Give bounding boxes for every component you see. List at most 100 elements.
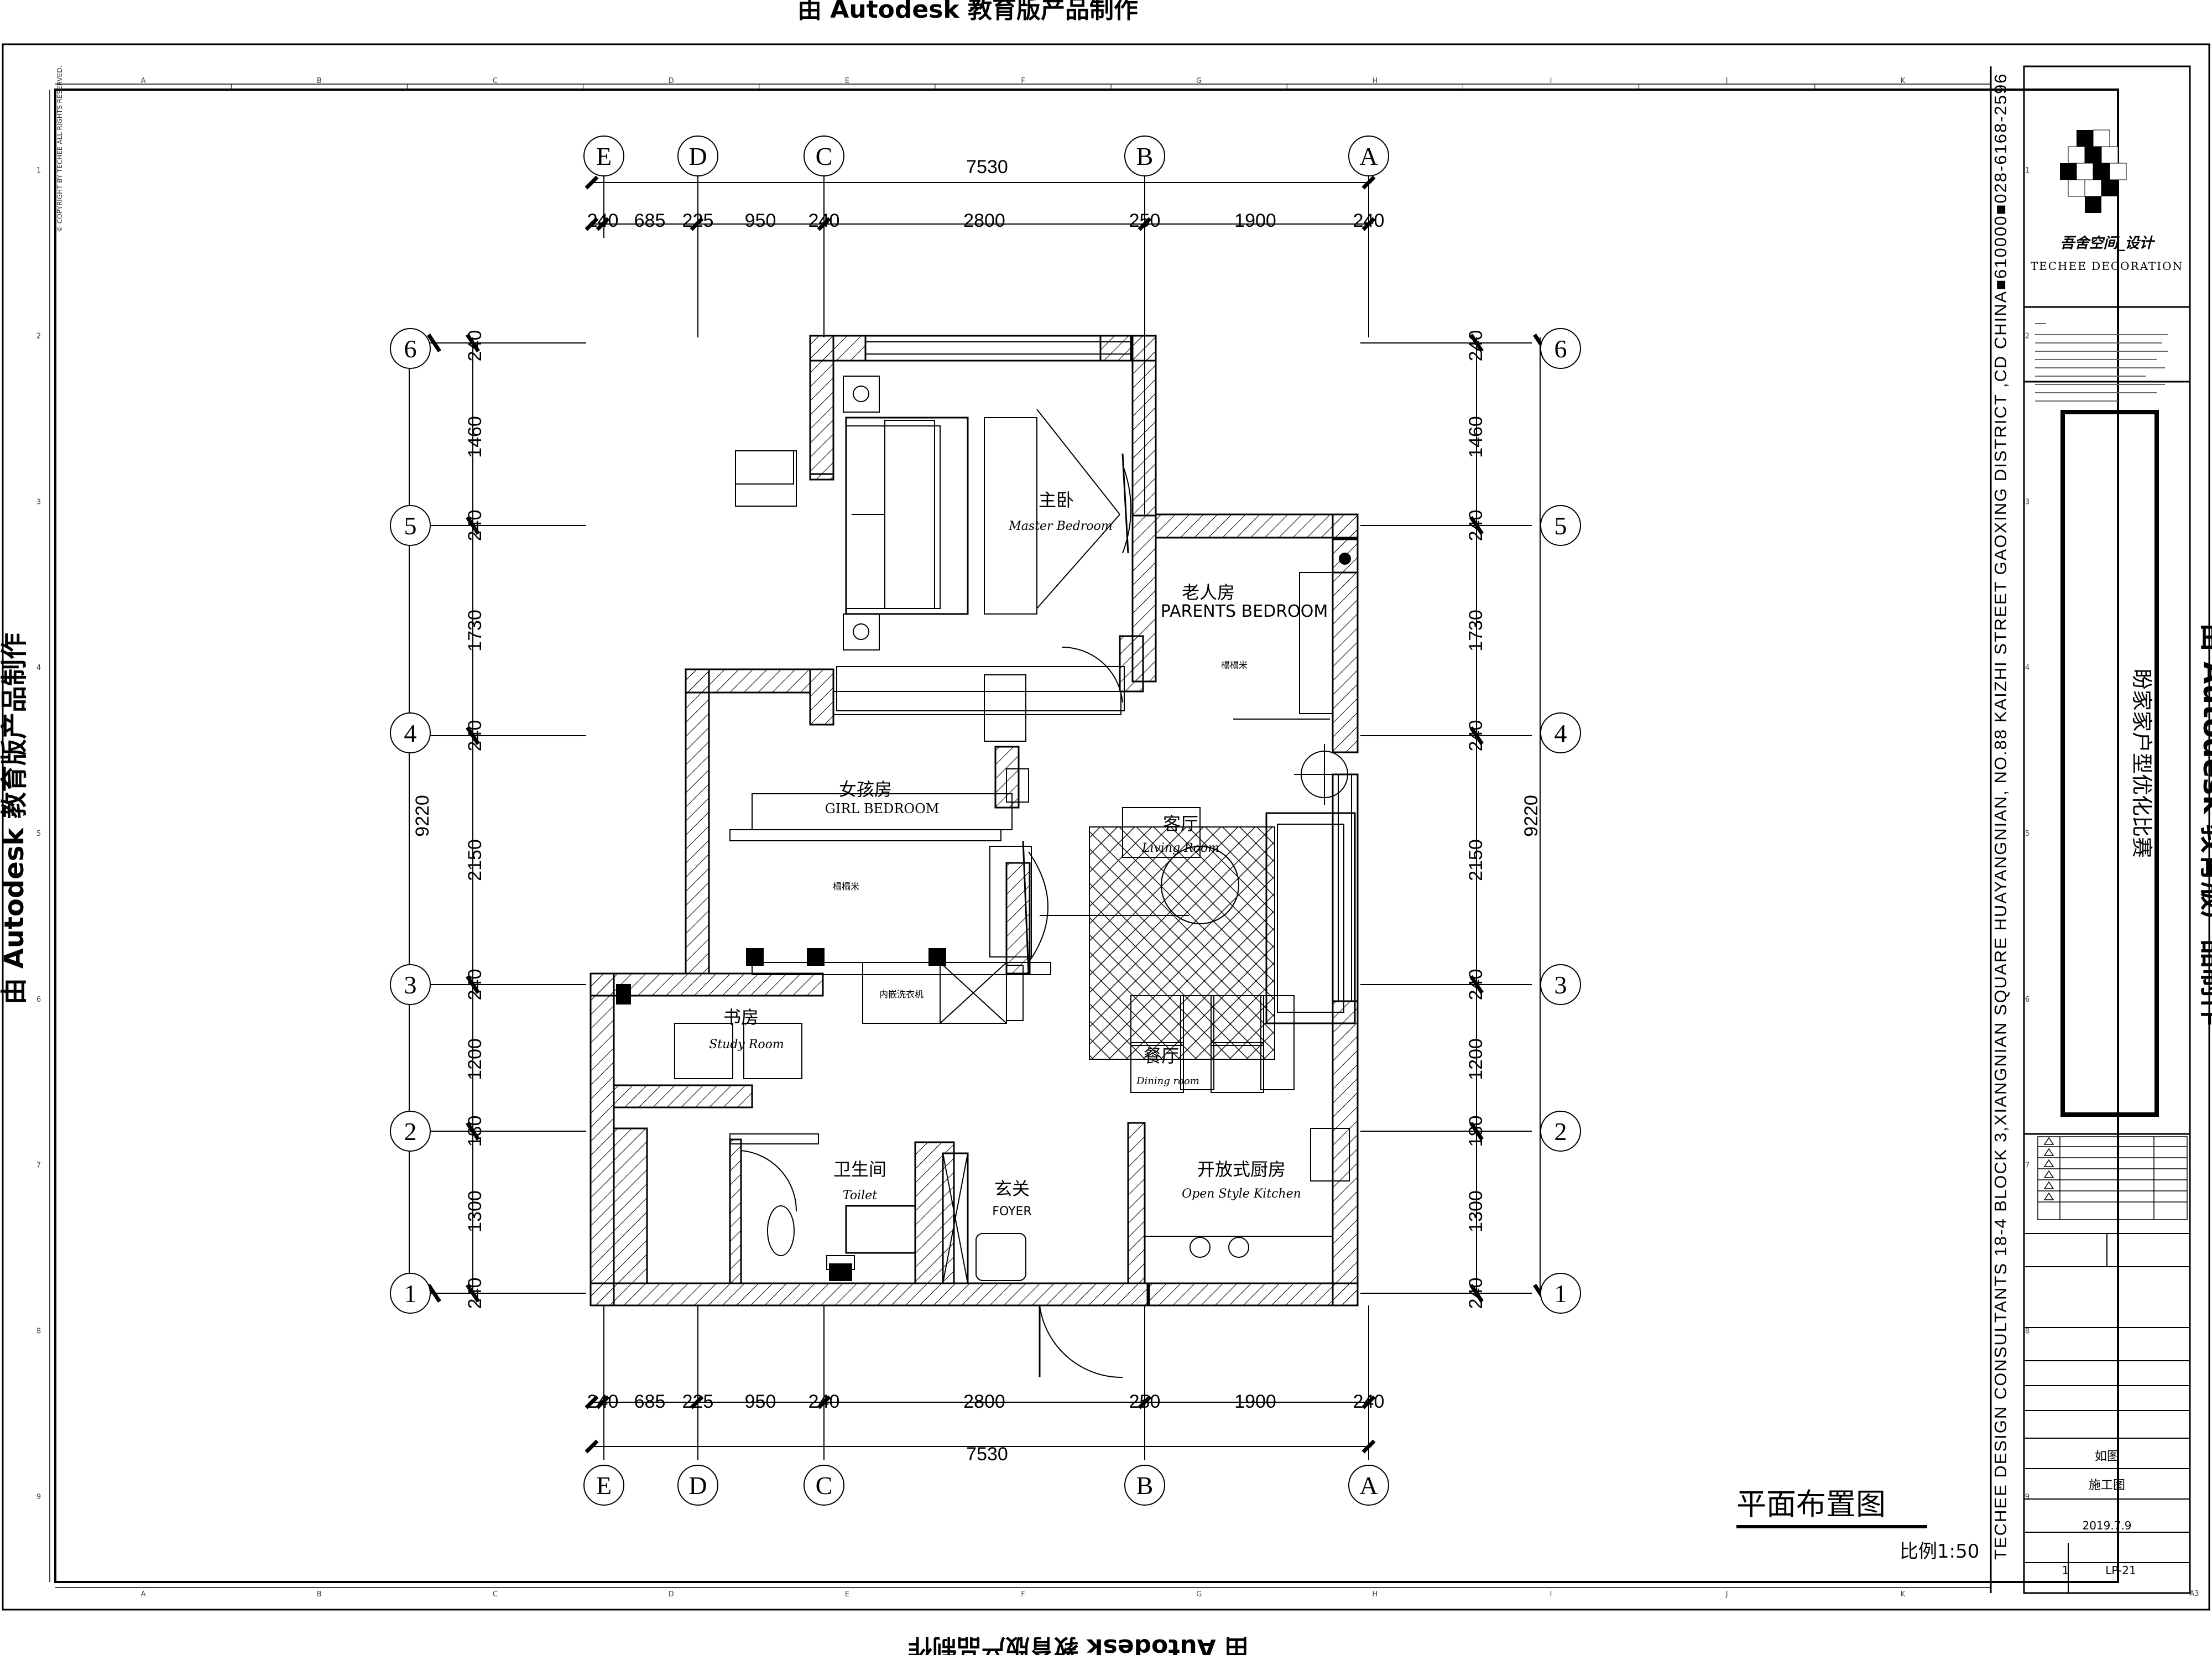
dim-bottom-9: 240 xyxy=(1353,1391,1385,1412)
axis-bubble-left-6: 6 xyxy=(390,328,431,369)
inner-border xyxy=(54,89,2119,1583)
svg-text:E: E xyxy=(596,1471,612,1500)
dim-top-6: 2800 xyxy=(963,210,1005,231)
room-living-cn: 客厅 xyxy=(1163,813,1198,834)
dim-left-11: 240 xyxy=(465,1278,486,1309)
dim-total-bottom: 7530 xyxy=(966,1444,1008,1465)
dim-left-2: 1460 xyxy=(465,416,486,458)
dim-total-top: 7530 xyxy=(966,157,1008,178)
ruler-letter-bottom: J xyxy=(1725,1590,1728,1599)
dim-left-4: 1730 xyxy=(465,610,486,652)
company-address-vertical: TECHEE DESIGN CONSULTANTS 18-4 BLOCK 3,X… xyxy=(1991,72,2010,1560)
svg-text:4: 4 xyxy=(404,719,417,747)
sheet-number: 1 xyxy=(2062,1564,2069,1577)
watermark-bottom: 由 Autodesk 教育版产品制作 xyxy=(908,1633,1249,1655)
ruler-number-left: 7 xyxy=(36,1162,41,1170)
room-kitchen-en: Open Style Kitchen xyxy=(1182,1187,1301,1201)
title-block: TECHEE DESIGN CONSULTANTS 18-4 BLOCK 3,X… xyxy=(1991,72,2212,1593)
ruler-number-right: 4 xyxy=(2025,664,2030,672)
svg-text:3: 3 xyxy=(404,971,417,999)
plan-title: 平面布置图 xyxy=(1736,1487,1886,1522)
dim-left-6: 2150 xyxy=(465,839,486,881)
ruler-number-left: 2 xyxy=(36,332,41,341)
room-foyer-en: FOYER xyxy=(992,1205,1031,1219)
axis-bubble-right-6: 6 xyxy=(1540,328,1581,369)
dim-top-1: 240 xyxy=(587,210,619,231)
dim-right-6: 2150 xyxy=(1465,839,1486,881)
dim-right-3: 240 xyxy=(1465,510,1486,542)
svg-text:A: A xyxy=(1359,1471,1378,1500)
axis-bubble-right-3: 3 xyxy=(1540,964,1581,1005)
date-value: 2019.7.9 xyxy=(2082,1519,2131,1532)
room-girl-tatami: 榻榻米 xyxy=(833,881,859,892)
notes-lines xyxy=(2035,323,2168,402)
room-master-bedroom-cn: 主卧 xyxy=(1039,490,1074,511)
ruler-number-right: 7 xyxy=(2025,1162,2030,1170)
axis-bubble-bottom-D: D xyxy=(677,1465,718,1506)
ruler-number-right: 1 xyxy=(2025,166,2030,175)
dim-top-8: 1900 xyxy=(1234,210,1276,231)
left-dimension-texts: 240 1460 240 1730 240 2150 240 1200 180 … xyxy=(412,330,486,1309)
plan-scale: 比例1:50 xyxy=(1900,1540,1979,1563)
title-block-rows xyxy=(2024,1233,2190,1593)
ruler-letter-bottom: I xyxy=(1550,1590,1552,1599)
dimension-ticks xyxy=(427,175,1547,1454)
dim-left-8: 1200 xyxy=(465,1038,486,1080)
drawing-number: LP-21 xyxy=(2105,1564,2136,1577)
ruler-number-right: 6 xyxy=(2025,996,2030,1004)
ruler-letter-bottom: E xyxy=(845,1590,849,1599)
svg-text:5: 5 xyxy=(404,512,417,540)
room-parents-bedroom-cn: 老人房 xyxy=(1182,582,1235,603)
dim-top-2: 685 xyxy=(634,210,666,231)
svg-text:D: D xyxy=(688,1471,707,1500)
watermark-right: 由 Autodesk 教育版产品制作 xyxy=(2197,623,2212,1026)
ruler-letter-bottom: H xyxy=(1372,1590,1378,1599)
ruler-letter-top: E xyxy=(845,77,849,85)
dim-right-9: 180 xyxy=(1465,1116,1486,1147)
room-laundry: 内嵌洗衣机 xyxy=(879,989,924,1000)
ruler-number-right: 8 xyxy=(2025,1327,2030,1335)
ruler-letter-top: G xyxy=(1196,77,1202,85)
axis-bubble-left-5: 5 xyxy=(390,505,431,546)
sheet-size-label: A3 xyxy=(2189,1590,2199,1598)
svg-text:B: B xyxy=(1136,1471,1154,1500)
svg-text:6: 6 xyxy=(1554,335,1567,363)
bottom-dimension-texts: 240 685 225 950 240 2800 250 1900 240 75… xyxy=(587,1391,1385,1465)
room-girl-bedroom-cn: 女孩房 xyxy=(839,779,892,800)
ruler-letter-bottom: D xyxy=(669,1590,674,1599)
dim-right-4: 1730 xyxy=(1465,610,1486,652)
dim-bottom-3: 225 xyxy=(682,1391,714,1412)
dim-right-8: 1200 xyxy=(1465,1038,1486,1080)
ruler-number-left: 3 xyxy=(36,498,41,506)
ruler-letter-top: F xyxy=(1021,77,1025,85)
dimension-lines xyxy=(409,171,1541,1460)
room-toilet-cn: 卫生间 xyxy=(833,1159,886,1180)
ruler-number-right: 9 xyxy=(2025,1493,2030,1501)
ruler-number-left: 8 xyxy=(36,1327,41,1335)
dim-left-9: 180 xyxy=(465,1116,486,1147)
ruler-letter-bottom: A xyxy=(141,1590,146,1599)
svg-text:1: 1 xyxy=(1554,1279,1567,1308)
ruler-letter-bottom: B xyxy=(317,1590,322,1599)
watermark-top: 由 Autodesk 教育版产品制作 xyxy=(797,0,1138,24)
room-study-en: Study Room xyxy=(709,1038,784,1052)
dim-right-11: 240 xyxy=(1465,1278,1486,1309)
svg-text:2: 2 xyxy=(404,1117,417,1146)
dim-top-9: 240 xyxy=(1353,210,1385,231)
copyright-note: © COPYRIGHT BY TECHEE ALL RIGHTS RESERVE… xyxy=(56,66,64,232)
svg-text:E: E xyxy=(596,142,612,170)
ruler-letter-bottom: C xyxy=(493,1590,498,1599)
room-dining-cn: 餐厅 xyxy=(1144,1045,1179,1066)
svg-text:4: 4 xyxy=(1554,719,1567,747)
axis-bubble-left-3: 3 xyxy=(390,964,431,1005)
watermark-left: 由 Autodesk 教育版产品制作 xyxy=(0,633,30,1005)
room-living-en: Living Room xyxy=(1141,841,1219,855)
dim-left-3: 240 xyxy=(465,510,486,542)
svg-text:5: 5 xyxy=(1554,512,1567,540)
dim-right-1: 240 xyxy=(1465,330,1486,362)
axis-bubble-top-D: D xyxy=(677,136,718,176)
column-axis-bubbles: E D C B A E D C B A xyxy=(583,136,1389,1506)
dim-total-left: 9220 xyxy=(412,795,433,837)
room-toilet-en: Toilet xyxy=(843,1189,877,1203)
